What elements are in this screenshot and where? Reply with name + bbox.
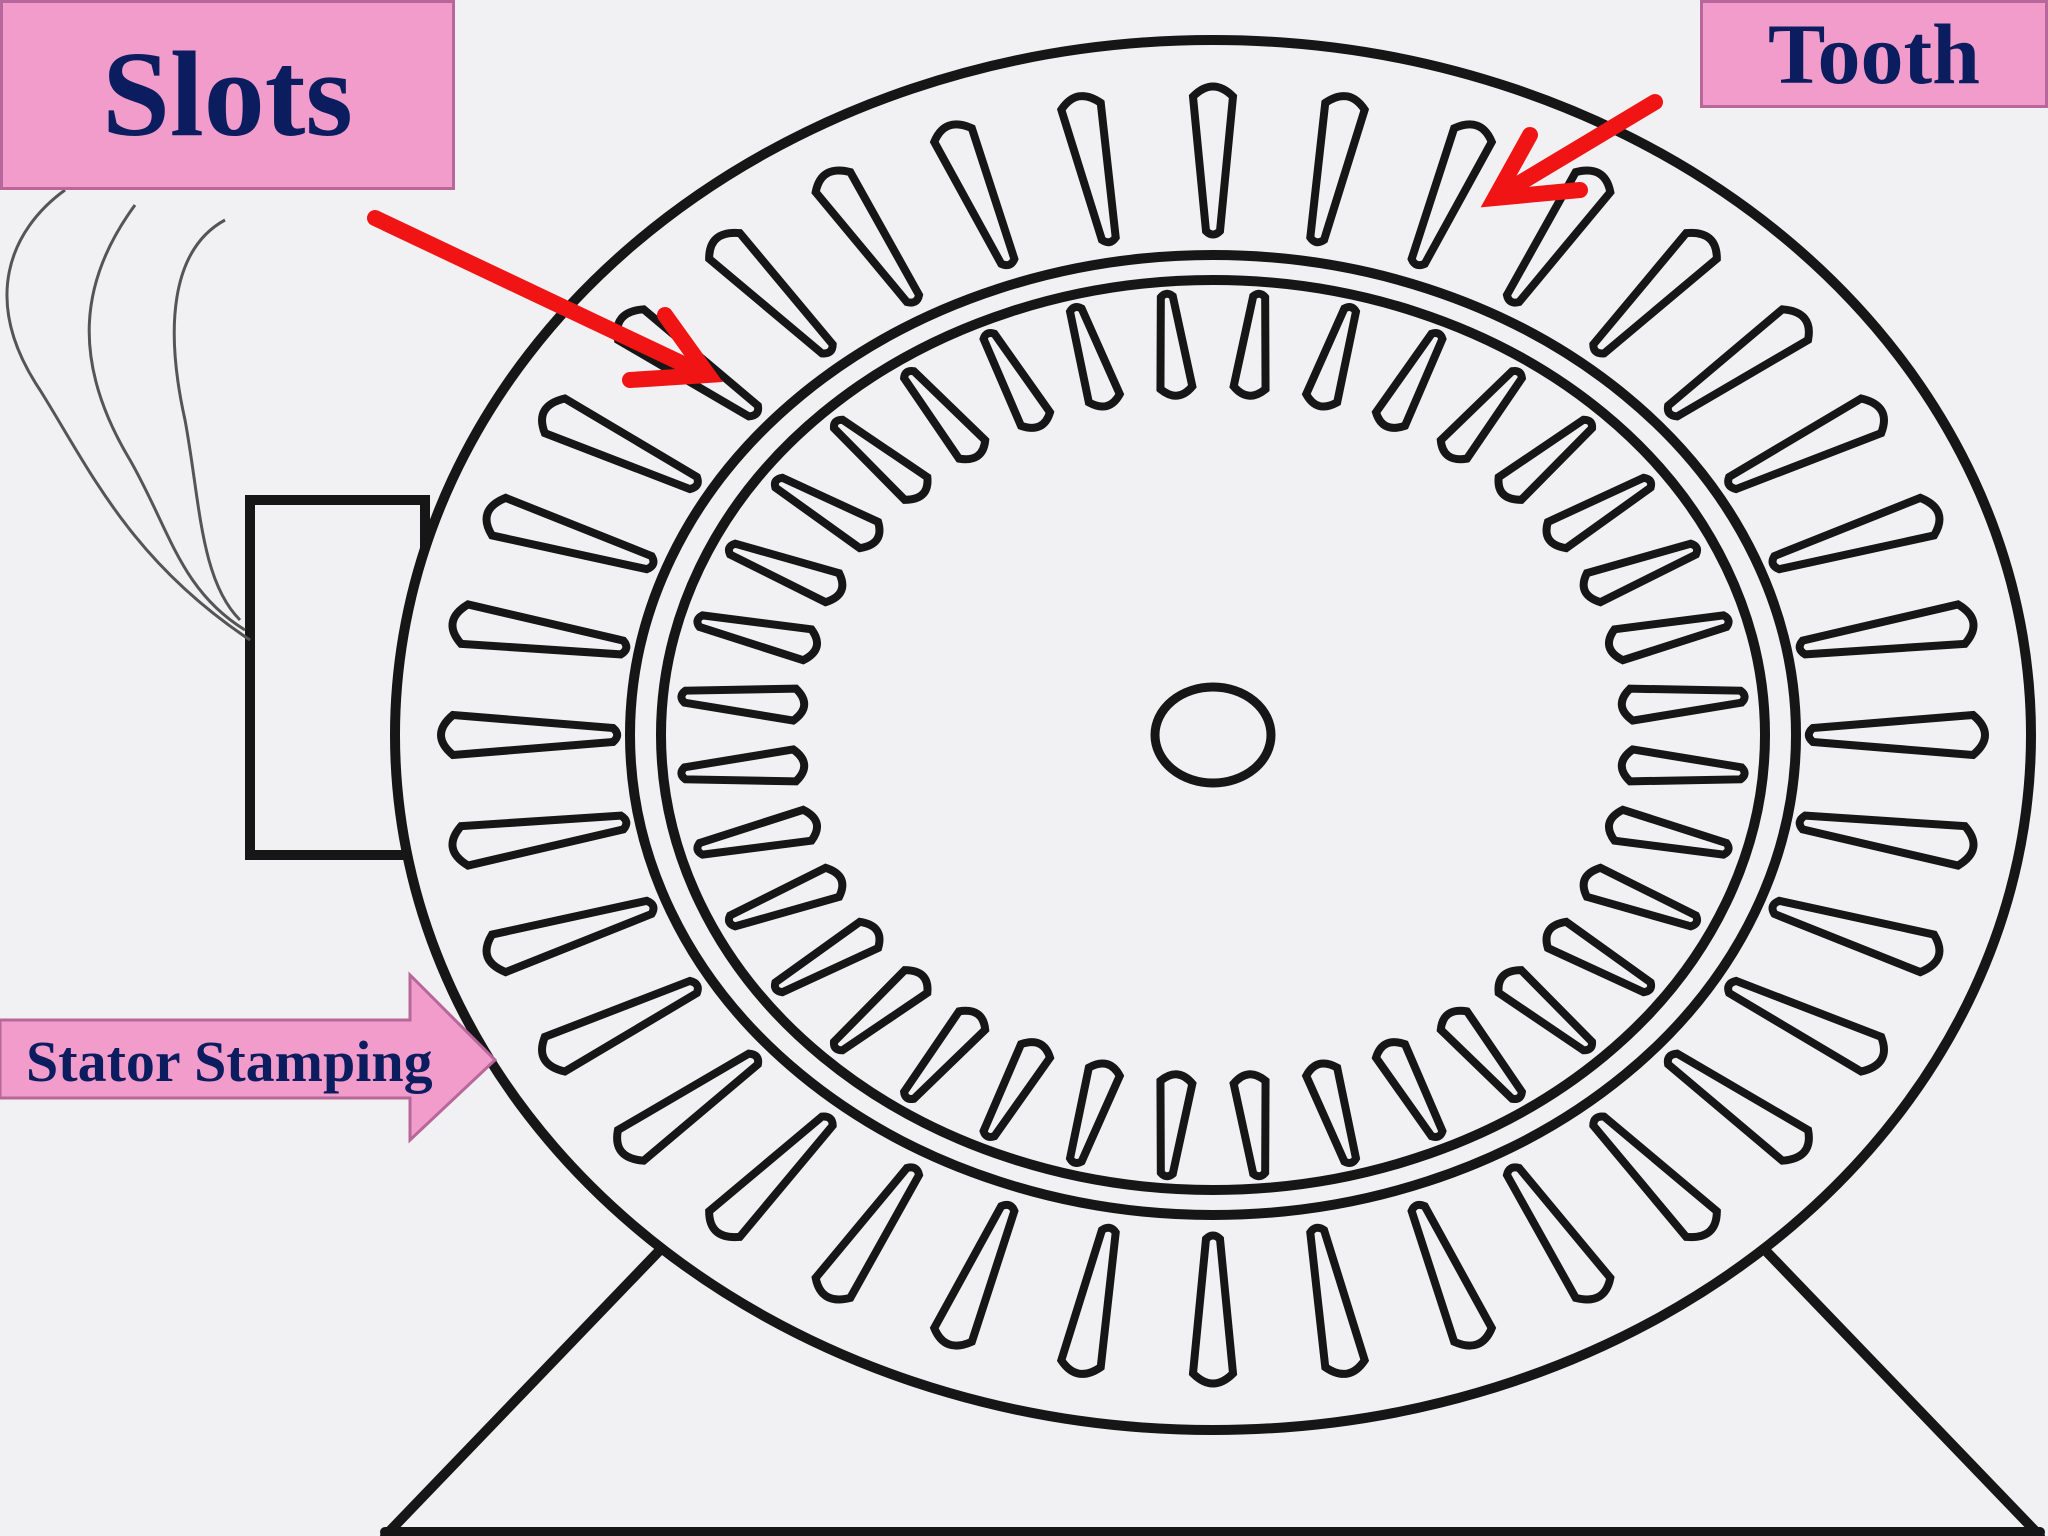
stamping-inner-ring (656, 275, 1770, 1195)
slot (929, 120, 1019, 270)
slot (1804, 710, 1989, 760)
slot (1056, 1223, 1120, 1378)
stator-stamping-callout (0, 971, 498, 1144)
slot (1188, 1231, 1238, 1388)
tooth (1542, 473, 1656, 553)
slot (811, 1163, 924, 1304)
motor-stand (380, 1245, 2045, 1536)
slot (1663, 1049, 1813, 1165)
slot (538, 394, 702, 494)
tooth (1604, 805, 1733, 859)
slot (482, 493, 658, 574)
slot (1663, 305, 1813, 421)
tooth (1579, 863, 1702, 931)
slot (1589, 228, 1721, 358)
lead-wires-icon (5, 188, 251, 642)
tooth (979, 1038, 1055, 1141)
slot (613, 1049, 763, 1165)
tooth (1156, 1070, 1197, 1181)
tooth (899, 367, 990, 464)
slot (1768, 493, 1944, 574)
tooth-label: Tooth (1700, 0, 2048, 108)
tooth (677, 745, 809, 786)
slot (1188, 82, 1238, 239)
tooth (1371, 329, 1447, 432)
shaft-hole (1150, 682, 1276, 788)
slot (1306, 1223, 1370, 1378)
tooth (1617, 684, 1749, 725)
tooth (693, 805, 822, 859)
tooth (1301, 1059, 1361, 1167)
tooth (1436, 1006, 1527, 1103)
slots-group (437, 82, 1989, 1388)
slot (1795, 811, 1978, 870)
tooth (899, 1006, 990, 1103)
stator-stamping-label: Stator Stamping (26, 1029, 433, 1094)
tooth (693, 611, 822, 665)
slot (1724, 394, 1888, 494)
tooth (1617, 745, 1749, 786)
slot (705, 1112, 837, 1242)
tooth (1371, 1038, 1447, 1141)
tooth (1542, 917, 1656, 997)
slot (811, 166, 924, 307)
stator-frame (390, 35, 2036, 1435)
tooth (1065, 1059, 1125, 1167)
slots-label: Slots (0, 0, 455, 190)
slot (1502, 1163, 1615, 1304)
tooth (1494, 415, 1597, 504)
slot (1407, 120, 1497, 270)
slot (482, 896, 658, 977)
slot (448, 600, 631, 659)
tooth (770, 473, 884, 553)
slot (1589, 1112, 1721, 1242)
tooth (1579, 539, 1702, 607)
slot (1502, 166, 1615, 307)
stamping-outer-ring (625, 250, 1801, 1220)
tooth (1436, 367, 1527, 464)
tooth (724, 863, 847, 931)
tooth (1494, 966, 1597, 1055)
slot (538, 976, 702, 1076)
slot (1056, 92, 1120, 247)
tooth (1065, 303, 1125, 411)
slot (929, 1200, 1019, 1350)
slot (448, 811, 631, 870)
tooth (829, 966, 932, 1055)
tooth (1229, 289, 1270, 400)
tooth (1604, 611, 1733, 665)
tooth (724, 539, 847, 607)
tooth (979, 329, 1055, 432)
tooth (770, 917, 884, 997)
slots-arrow-icon (367, 210, 723, 388)
tooth (1301, 303, 1361, 411)
teeth-group (677, 289, 1749, 1181)
slot (1407, 1200, 1497, 1350)
tooth-arrow-icon (1480, 94, 1663, 208)
slot (1306, 92, 1370, 247)
slot (1768, 896, 1944, 977)
slot (437, 710, 622, 760)
slot (705, 228, 837, 358)
tooth (1229, 1070, 1270, 1181)
tooth (829, 415, 932, 504)
tooth (677, 684, 809, 725)
slot (1724, 976, 1888, 1076)
slot (1795, 600, 1978, 659)
tooth (1156, 289, 1197, 400)
